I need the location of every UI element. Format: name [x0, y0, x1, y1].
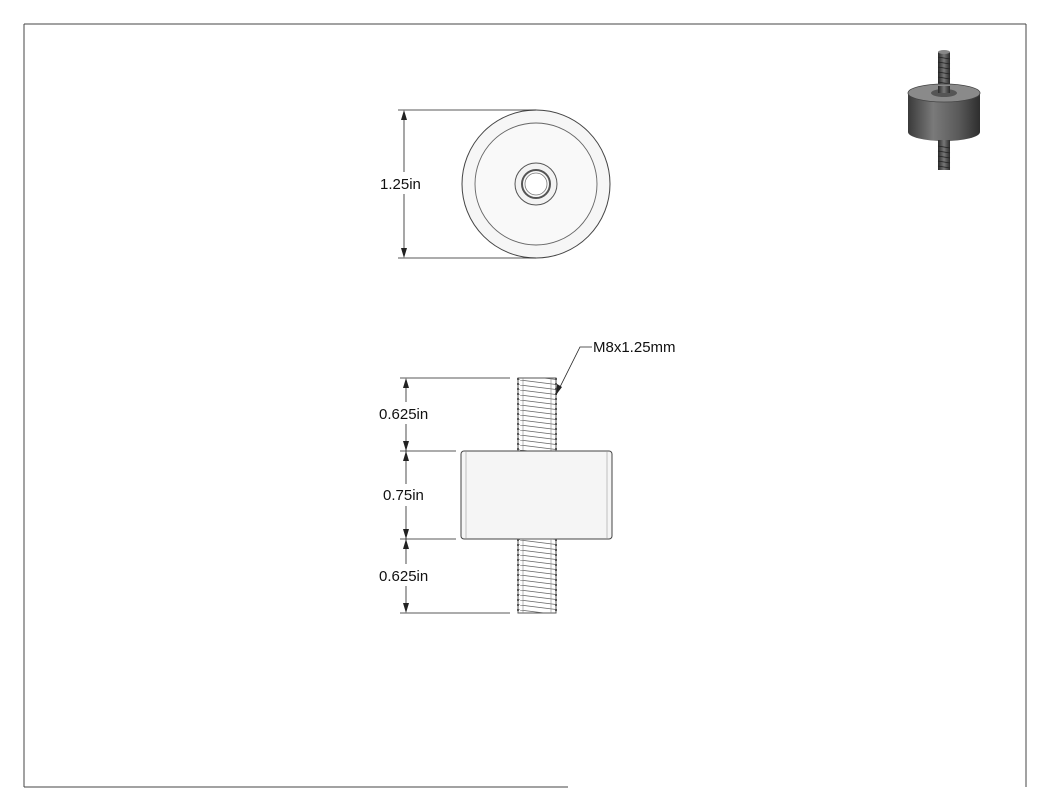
thread-callout-label: M8x1.25mm: [593, 339, 676, 356]
top-view: [461, 109, 611, 259]
sheet-border: [23, 23, 1027, 788]
body-height-label: 0.75in: [383, 487, 424, 504]
isometric-view: [907, 50, 981, 170]
lower-stud-length-label: 0.625in: [379, 568, 428, 585]
diameter-dimension: 1.25in: [378, 109, 536, 259]
height-dimensions: 0.625in 0.75in 0.625in: [376, 377, 510, 614]
thread-callout: M8x1.25mm: [555, 339, 676, 396]
diameter-label: 1.25in: [380, 176, 421, 193]
upper-stud-length-label: 0.625in: [379, 406, 428, 423]
upper-stud: [517, 377, 557, 452]
front-view: [460, 377, 613, 614]
stud-inner-circle: [524, 172, 548, 196]
lower-stud: [517, 538, 557, 614]
rubber-body: [460, 450, 613, 540]
